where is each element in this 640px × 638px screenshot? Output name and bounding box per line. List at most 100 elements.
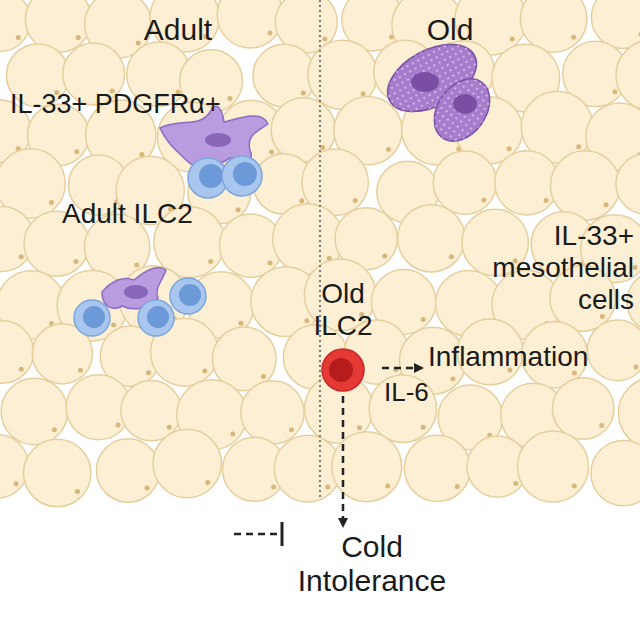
adipocyte-nucleus <box>449 254 454 259</box>
adipocyte-nucleus <box>268 261 273 266</box>
adipocyte-nucleus <box>269 150 274 155</box>
adipocyte-nucleus <box>386 147 391 152</box>
adipocyte-nucleus <box>450 377 455 382</box>
adipocyte <box>24 439 91 506</box>
adipocyte-nucleus <box>14 481 19 486</box>
old-ilc2-cell <box>319 346 367 394</box>
adipocyte <box>591 440 640 505</box>
adipocyte-nucleus <box>116 423 121 428</box>
adipocyte-nucleus <box>612 89 617 94</box>
cell-node: Adult ILC2 <box>62 198 232 338</box>
adipocyte-nucleus <box>19 254 24 259</box>
adipocyte <box>618 377 640 449</box>
adipocyte-nucleus <box>52 427 57 432</box>
adult-ilc2-cluster <box>62 230 222 338</box>
divider-line <box>319 0 321 500</box>
adipocyte-nucleus <box>205 480 210 485</box>
adipocyte-nucleus <box>421 425 426 430</box>
adipocyte-nucleus <box>604 202 609 207</box>
adipocyte-nucleus <box>353 198 358 203</box>
adipocyte <box>274 435 341 502</box>
adult-cluster-upper <box>160 106 268 198</box>
adipocyte-nucleus <box>382 253 387 258</box>
text-label: IL-33+ mesothelial cells <box>462 220 634 316</box>
node-text: Adult ILC2 <box>62 198 232 230</box>
adipocyte <box>369 375 437 443</box>
text-label: Old <box>410 14 490 46</box>
adipocyte-nucleus <box>76 35 81 40</box>
adipocyte <box>404 435 470 501</box>
text-node: Inflammation <box>428 341 634 372</box>
adipocyte <box>153 429 222 498</box>
adipocyte-nucleus <box>271 484 276 489</box>
adipocyte-nucleus <box>16 35 21 40</box>
adipocyte-nucleus <box>19 367 24 372</box>
adipocyte-nucleus <box>134 263 139 268</box>
text-node: Cold Intolerance <box>288 530 456 598</box>
adipocyte-nucleus <box>571 35 576 40</box>
adipocyte-nucleus <box>145 485 150 490</box>
adipocyte-nucleus <box>146 370 151 375</box>
adipocyte <box>552 378 614 440</box>
dashed-connector <box>382 367 422 370</box>
text-label: IL-33+ PDGFRα+ <box>10 88 250 120</box>
adipocyte-nucleus <box>544 198 549 203</box>
adipocyte <box>550 151 619 220</box>
adipocyte-nucleus <box>325 485 330 490</box>
adipocyte-nucleus <box>320 145 325 150</box>
adipocyte-nucleus <box>208 259 213 264</box>
dashed-connector <box>234 533 282 536</box>
adipocyte-nucleus <box>230 432 235 437</box>
adipocyte-nucleus <box>633 365 638 370</box>
adipocyte-nucleus <box>49 200 54 205</box>
adipocyte-nucleus <box>111 323 116 328</box>
adipocyte-nucleus <box>455 484 460 489</box>
adipocyte-nucleus <box>299 198 304 203</box>
adipocyte-nucleus <box>301 90 306 95</box>
adipocyte <box>587 320 640 381</box>
mesothelial-cells <box>376 31 501 152</box>
adipocyte <box>398 205 465 272</box>
node-text: Inflammation <box>428 341 634 372</box>
adipocyte-nucleus <box>78 368 83 373</box>
adipocyte-nucleus <box>136 40 141 45</box>
adipocyte-nucleus <box>322 37 327 42</box>
adipocyte <box>332 432 402 502</box>
adipocyte-nucleus <box>572 484 577 489</box>
adipocyte-nucleus <box>227 96 232 101</box>
adipocyte <box>217 0 283 48</box>
node-text: Cold Intolerance <box>288 530 456 598</box>
adipocyte-nucleus <box>510 36 515 41</box>
adipocyte-nucleus <box>74 259 79 264</box>
adipocyte-nucleus <box>74 149 79 154</box>
adipocyte-nucleus <box>289 427 294 432</box>
adipocyte <box>495 151 559 215</box>
adipocyte-nucleus <box>357 425 362 430</box>
adipocyte <box>517 431 588 502</box>
adipocyte-nucleus <box>385 483 390 488</box>
adipocyte <box>241 381 304 444</box>
adipocyte <box>121 380 181 440</box>
inhibition-bar <box>281 522 284 546</box>
adipocyte-nucleus <box>261 374 266 379</box>
adipocyte-nucleus <box>75 489 80 494</box>
adipocyte <box>1 378 68 445</box>
node-text: Old ILC2 <box>306 278 380 342</box>
adipocyte <box>96 439 159 502</box>
adipocyte-nucleus <box>236 207 241 212</box>
adipocyte-nucleus <box>599 423 604 428</box>
adipocyte-nucleus <box>576 144 581 149</box>
adipocyte <box>616 154 640 214</box>
text-label: Adult <box>118 14 238 46</box>
adipocyte-nucleus <box>304 318 309 323</box>
adipocyte-nucleus <box>421 317 426 322</box>
dashed-connector <box>342 396 345 526</box>
adipocyte-nucleus <box>202 368 207 373</box>
adipocyte-nucleus <box>639 32 640 37</box>
adipocyte-nucleus <box>238 321 243 326</box>
adipocyte-nucleus <box>361 91 366 96</box>
adipocyte-nucleus <box>513 481 518 486</box>
adipocyte-nucleus <box>481 198 486 203</box>
edge-label: IL-6 <box>384 376 429 408</box>
